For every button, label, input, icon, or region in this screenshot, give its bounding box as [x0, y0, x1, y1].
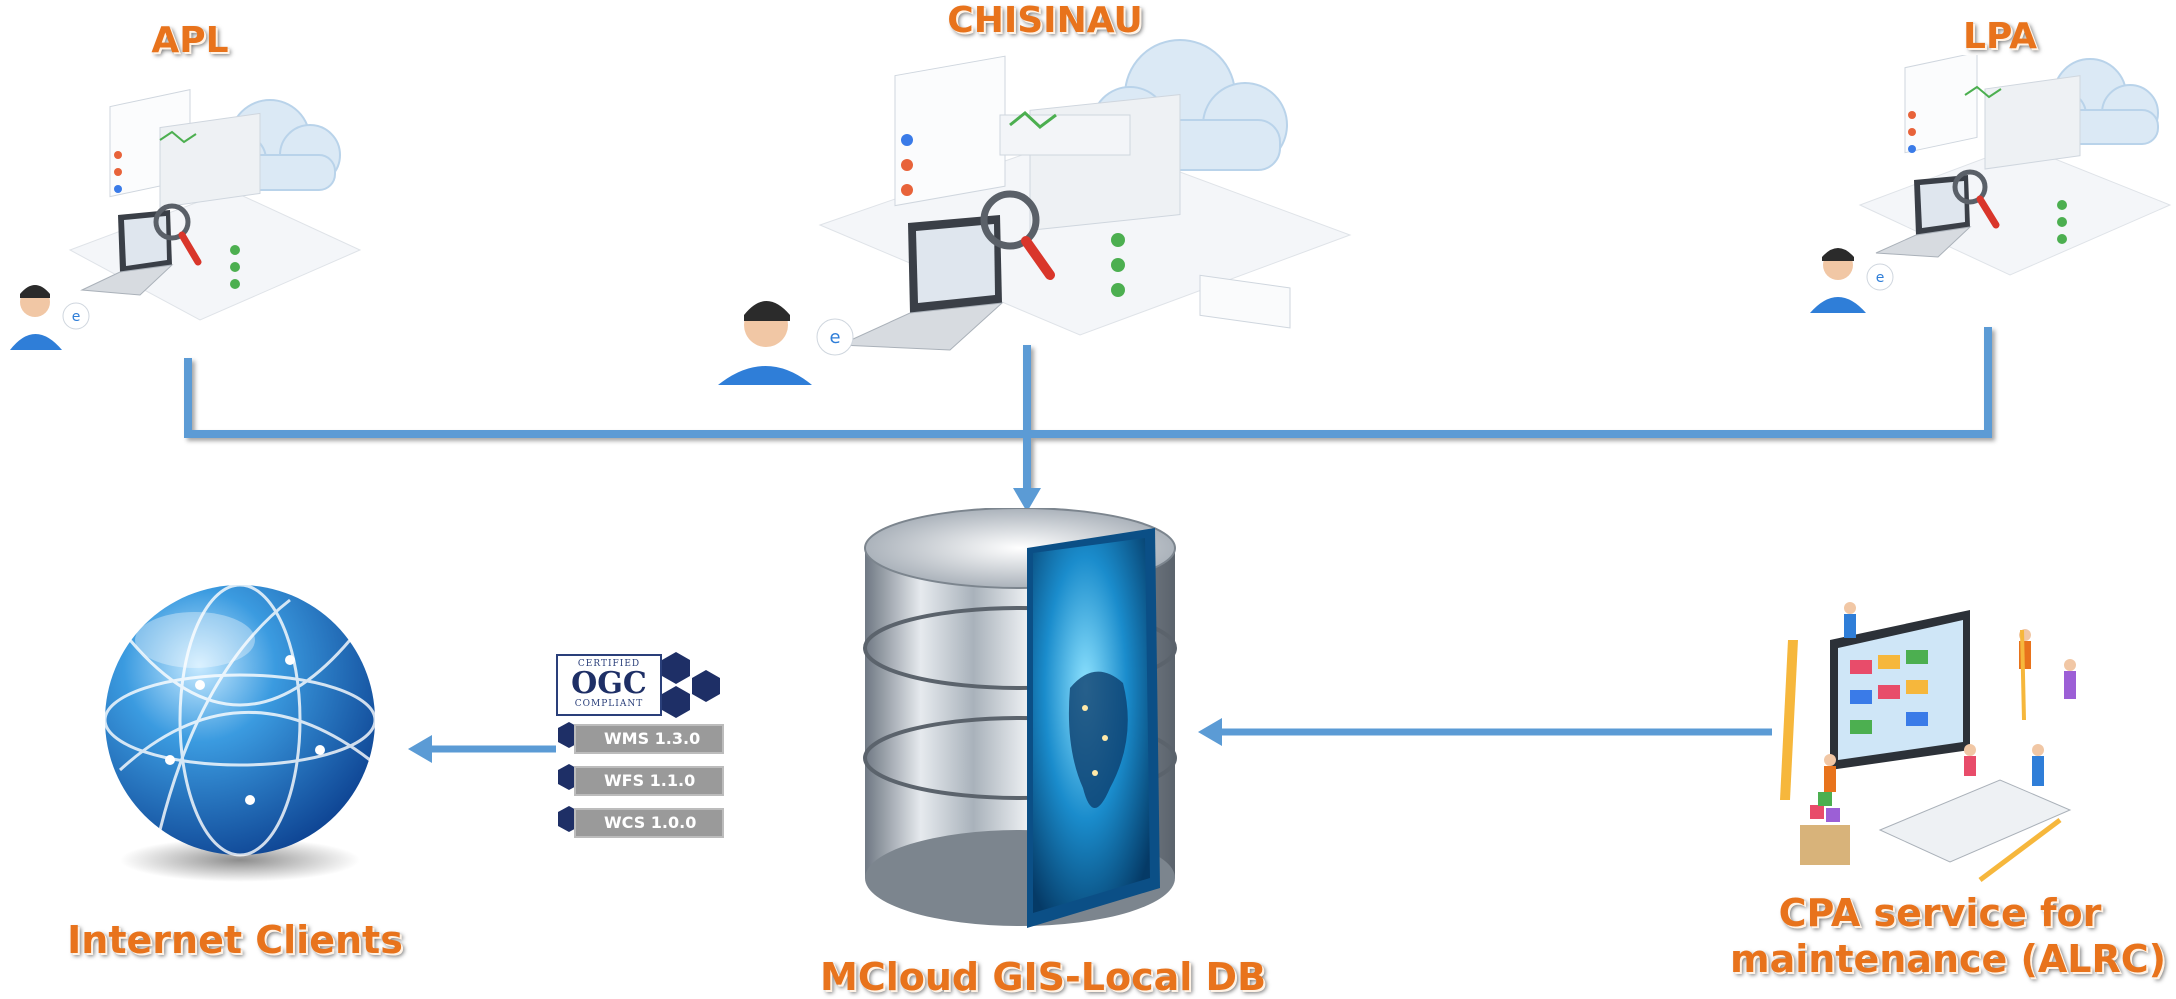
- lpa-illustration: e: [1810, 55, 2172, 313]
- keyboard-icon: [1878, 779, 2072, 863]
- ogc-certified-text: CERTIFIED: [577, 659, 641, 669]
- apl-connector: [184, 327, 1992, 438]
- document-stack-icon: [109, 89, 261, 289]
- magnifier-icon: [153, 203, 202, 266]
- svg-text:e: e: [829, 327, 840, 348]
- wms-standard-tag: WMS 1.3.0: [574, 724, 724, 754]
- svg-text:e: e: [72, 309, 81, 325]
- cpa-label: CPA service for maintenance (ALRC): [1730, 890, 2167, 982]
- blocks-icon: [1800, 792, 1850, 865]
- ogc-certified-badge: CERTIFIED OGC COMPLIANT: [556, 650, 726, 720]
- cpa-label-line1: CPA service for: [1778, 891, 2102, 935]
- cpa-maintenance-illustration: [1780, 602, 2076, 882]
- wcs-standard-tag: WCS 1.0.0: [574, 808, 724, 838]
- internet-clients-label: Internet Clients: [67, 918, 403, 962]
- lpa-label: LPA: [1963, 16, 2037, 57]
- magnifier-icon: [980, 190, 1055, 280]
- ruler-icon: [1780, 630, 2062, 882]
- db-label: MCloud GIS-Local DB: [820, 955, 1267, 999]
- magnifier-icon: [1952, 169, 2000, 229]
- hexagon-cluster-icon: [662, 652, 720, 718]
- apl-illustration: e: [10, 89, 362, 350]
- document-stack-icon: [894, 55, 1291, 329]
- database-icon: [863, 508, 1177, 928]
- globe-icon: [1027, 528, 1160, 928]
- chisinau-illustration: e: [718, 39, 1352, 385]
- monitor-icon: [1830, 610, 1970, 770]
- svg-text:e: e: [1876, 270, 1885, 286]
- user-avatar-icon: e: [10, 285, 90, 350]
- user-avatar-icon: e: [718, 301, 854, 385]
- laptop-icon: [839, 215, 1004, 351]
- cpa-label-line2: maintenance (ALRC): [1730, 937, 2167, 981]
- ogc-compliant-text: COMPLIANT: [574, 699, 644, 709]
- ogc-logo-box: CERTIFIED OGC COMPLIANT: [556, 654, 662, 716]
- down-arrowhead: [1013, 488, 1041, 512]
- internet-globe-icon: [103, 583, 377, 882]
- apl-label: APL: [151, 20, 229, 61]
- wfs-standard-tag: WFS 1.1.0: [574, 766, 724, 796]
- user-avatar-icon: e: [1810, 248, 1894, 313]
- document-stack-icon: [1904, 55, 2081, 244]
- chisinau-label: CHISINAU: [947, 0, 1143, 41]
- ogc-logo-text: OGC: [571, 666, 647, 701]
